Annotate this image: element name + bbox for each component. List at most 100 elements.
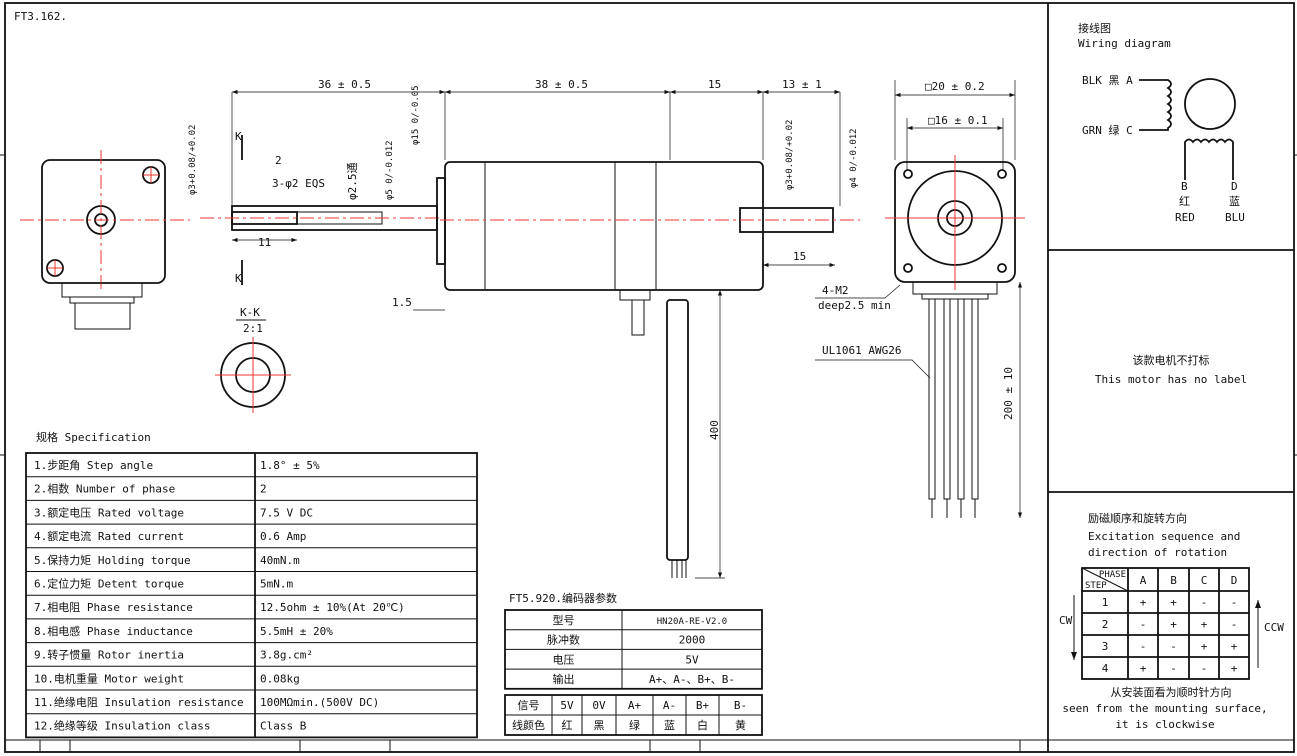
- spec-value: 0.6 Amp: [260, 530, 306, 543]
- phase-polarity: -: [1201, 596, 1208, 609]
- spec-value: 100MΩmin.(500V DC): [260, 696, 379, 709]
- phase-polarity: -: [1140, 640, 1147, 653]
- svg-text:φ2.5通: φ2.5通: [346, 163, 359, 201]
- spec-value: 3.8g.cm²: [260, 649, 313, 662]
- spec-value: 40mN.m: [260, 554, 300, 567]
- svg-text:400: 400: [708, 420, 721, 440]
- svg-text:φ4 0/-0.012: φ4 0/-0.012: [849, 128, 859, 188]
- phase-label: D: [1231, 574, 1238, 587]
- spec-row: 2.相数 Number of phase 2: [34, 483, 267, 496]
- svg-text:从安装面看为顺时针方向: 从安装面看为顺时针方向: [1111, 685, 1232, 699]
- spec-name: 4.额定电流 Rated current: [34, 529, 184, 543]
- encoder-param-name: 脉冲数: [547, 633, 580, 647]
- dimension-labels: 36 ± 0.5 38 ± 0.5 15 13 ± 1 2 3-φ2 EQS 1…: [188, 78, 1015, 440]
- spec-name: 12.绝缘等级 Insulation class: [34, 719, 210, 733]
- wire-color-cell: 白: [697, 718, 708, 732]
- svg-text:Wiring diagram: Wiring diagram: [1078, 37, 1171, 50]
- svg-text:接线图: 接线图: [1078, 21, 1111, 35]
- excitation-section: 励磁顺序和旋转方向 Excitation sequence and direct…: [1059, 511, 1284, 731]
- wire-color-cell: 蓝: [664, 719, 675, 732]
- phase-polarity: +: [1201, 640, 1208, 653]
- svg-text:GRN 绿 C: GRN 绿 C: [1082, 123, 1133, 137]
- svg-text:蓝: 蓝: [1229, 195, 1240, 208]
- signal-cell: 0V: [592, 699, 606, 712]
- spec-row: 1.步距角 Step angle 1.8° ± 5%: [34, 459, 320, 472]
- signal-cell: A+: [628, 699, 642, 712]
- svg-text:K-K: K-K: [240, 306, 260, 319]
- spec-value: 2: [260, 483, 267, 496]
- svg-text:该款电机不打标: 该款电机不打标: [1133, 353, 1210, 367]
- svg-text:deep2.5 min: deep2.5 min: [818, 299, 891, 312]
- svg-text:K: K: [235, 272, 242, 285]
- svg-text:it is clockwise: it is clockwise: [1115, 718, 1214, 731]
- encoder-param-value: HN20A-RE-V2.0: [657, 617, 727, 627]
- spec-value: 5.5mH ± 20%: [260, 625, 333, 638]
- spec-name: 2.相数 Number of phase: [34, 483, 175, 496]
- svg-text:38 ± 0.5: 38 ± 0.5: [535, 78, 588, 91]
- spec-name: 11.绝缘电阻 Insulation resistance: [34, 695, 244, 709]
- shaft-side-view: K K: [200, 130, 446, 285]
- svg-text:Excitation sequence and: Excitation sequence and: [1088, 530, 1240, 543]
- phase-polarity: -: [1231, 596, 1238, 609]
- spec-name: 9.转子惯量 Rotor inertia: [34, 648, 184, 662]
- svg-text:This motor has no label: This motor has no label: [1095, 373, 1247, 386]
- encoder-param-value: 5V: [685, 653, 699, 666]
- phase-label: B: [1170, 574, 1177, 587]
- svg-text:K: K: [235, 130, 242, 143]
- spec-row: 4.额定电流 Rated current 0.6 Amp: [34, 529, 306, 543]
- spec-value: 12.5ohm ± 10%(At 20℃): [260, 601, 405, 614]
- step-number: 2: [1102, 618, 1109, 631]
- signal-cell: A-: [663, 699, 676, 712]
- spec-name: 8.相电感 Phase inductance: [34, 625, 193, 638]
- spec-name: 5.保持力矩 Holding torque: [34, 553, 191, 567]
- svg-text:200 ± 10: 200 ± 10: [1002, 367, 1015, 420]
- wire-color-cell: 绿: [629, 718, 640, 732]
- svg-text:φ15 0/-0.05: φ15 0/-0.05: [411, 85, 421, 145]
- phase-polarity: +: [1201, 618, 1208, 631]
- phase-label: A: [1140, 574, 1147, 587]
- spec-name: 6.定位力矩 Detent torque: [34, 577, 184, 591]
- phase-polarity: +: [1231, 640, 1238, 653]
- svg-text:φ5 0/-0.012: φ5 0/-0.012: [385, 140, 395, 200]
- step-header: STEP: [1085, 581, 1107, 591]
- spec-name: 10.电机重量 Motor weight: [34, 671, 184, 685]
- spec-value: 5mN.m: [260, 578, 293, 591]
- spec-row: 11.绝缘电阻 Insulation resistance 100MΩmin.(5…: [34, 695, 379, 709]
- section-kk: K-K 2:1: [215, 306, 291, 413]
- svg-text:1.5: 1.5: [392, 296, 412, 309]
- step-number: 3: [1102, 640, 1109, 653]
- spec-name: 3.额定电压 Rated voltage: [34, 505, 184, 519]
- svg-text:2: 2: [275, 154, 282, 167]
- phase-polarity: +: [1231, 662, 1238, 675]
- phase-label: C: [1201, 574, 1208, 587]
- phase-header: PHASE: [1099, 570, 1126, 580]
- svg-text:□16 ± 0.1: □16 ± 0.1: [928, 114, 988, 127]
- svg-text:4-M2: 4-M2: [822, 284, 849, 297]
- svg-text:15: 15: [708, 78, 721, 91]
- spec-row: 5.保持力矩 Holding torque 40mN.m: [34, 553, 300, 567]
- svg-text:CCW: CCW: [1264, 621, 1284, 634]
- signal-cell: 信号: [518, 699, 540, 712]
- svg-text:CW: CW: [1059, 614, 1073, 627]
- svg-text:RED: RED: [1175, 211, 1195, 224]
- spec-value: 1.8° ± 5%: [260, 459, 320, 472]
- svg-text:D: D: [1231, 180, 1238, 193]
- svg-text:BLK 黑 A: BLK 黑 A: [1082, 74, 1133, 87]
- wire-color-cell: 线颜色: [512, 718, 545, 732]
- wiring-diagram: 接线图 Wiring diagram BLK 黑 A GRN 绿 C B 红 R…: [1078, 21, 1245, 224]
- svg-text:BLU: BLU: [1225, 211, 1245, 224]
- wire-color-cell: 黄: [735, 718, 746, 732]
- spec-row: 7.相电阻 Phase resistance 12.5ohm ± 10%(At 2…: [34, 601, 405, 614]
- spec-name: 7.相电阻 Phase resistance: [34, 601, 193, 614]
- encoder-param-name: 输出: [553, 672, 575, 686]
- svg-text:□20 ± 0.2: □20 ± 0.2: [925, 80, 985, 93]
- step-number: 4: [1102, 662, 1109, 675]
- svg-text:seen from the mounting surface: seen from the mounting surface,: [1062, 702, 1267, 715]
- spec-name: 1.步距角 Step angle: [34, 459, 153, 472]
- encoder-param-name: 型号: [553, 613, 575, 627]
- step-number: 1: [1102, 596, 1109, 609]
